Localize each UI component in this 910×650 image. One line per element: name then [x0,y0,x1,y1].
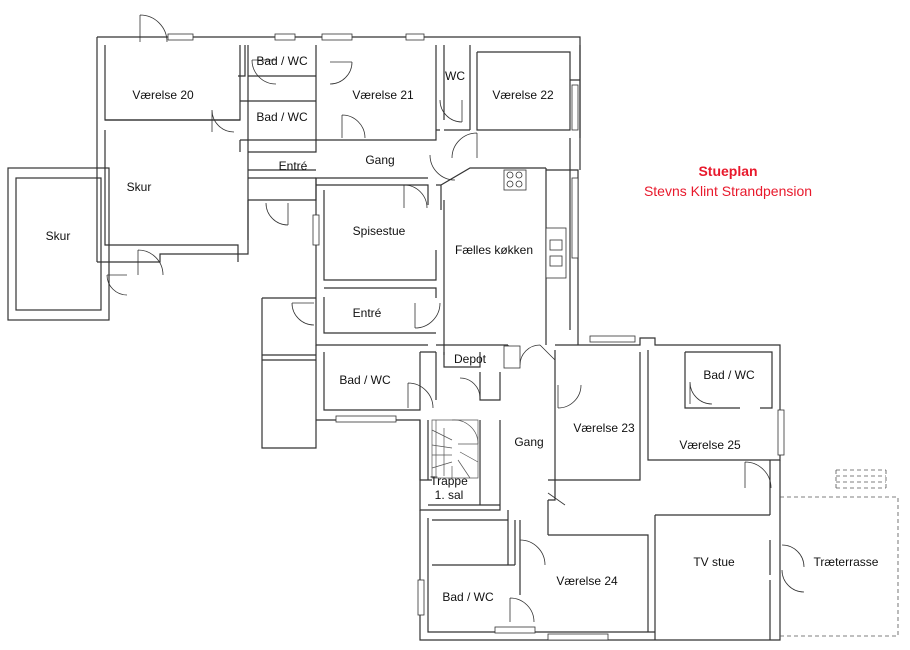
label-vaerelse-22: Værelse 22 [492,88,554,102]
label-trappe: Trappe [430,474,468,488]
label-entre-2: Entré [353,306,382,320]
label-vaerelse-21: Værelse 21 [352,88,414,102]
kitchen-fixtures [503,169,567,369]
label-vaerelse-23: Værelse 23 [573,421,635,435]
label-vaerelse-25: Værelse 25 [679,438,741,452]
label-skur-2: Skur [46,229,71,243]
doors [106,14,805,623]
label-vaerelse-24: Værelse 24 [556,574,618,588]
plan-subheading: Stevns Klint Strandpension [644,183,812,199]
label-bad-wc-3: Bad / WC [339,373,391,387]
label-bad-wc-1: Bad / WC [256,54,308,68]
label-gang-2: Gang [514,435,543,449]
label-spisestue: Spisestue [353,224,406,238]
label-gang-1: Gang [365,153,394,167]
room-labels: Værelse 20 Bad / WC Bad / WC Værelse 21 … [46,54,879,604]
label-wc: WC [445,69,465,83]
label-traeterrasse: Træterrasse [814,555,879,569]
walls [7,36,781,641]
label-trappe-floor: 1. sal [435,488,464,502]
label-vaerelse-20: Værelse 20 [132,88,194,102]
label-entre-1: Entré [279,159,308,173]
plan-heading: Stueplan [698,163,757,179]
label-bad-wc-5: Bad / WC [442,590,494,604]
staircase [431,419,479,479]
label-bad-wc-4: Bad / WC [703,368,755,382]
label-tv-stue: TV stue [693,555,735,569]
windows [167,33,785,641]
label-faelles-kokken: Fælles køkken [455,243,533,257]
terrace-outline [780,469,899,637]
label-bad-wc-2: Bad / WC [256,110,308,124]
plan-title: Stueplan Stevns Klint Strandpension [644,163,812,199]
label-depot: Depot [454,352,487,366]
label-skur-1: Skur [127,180,152,194]
